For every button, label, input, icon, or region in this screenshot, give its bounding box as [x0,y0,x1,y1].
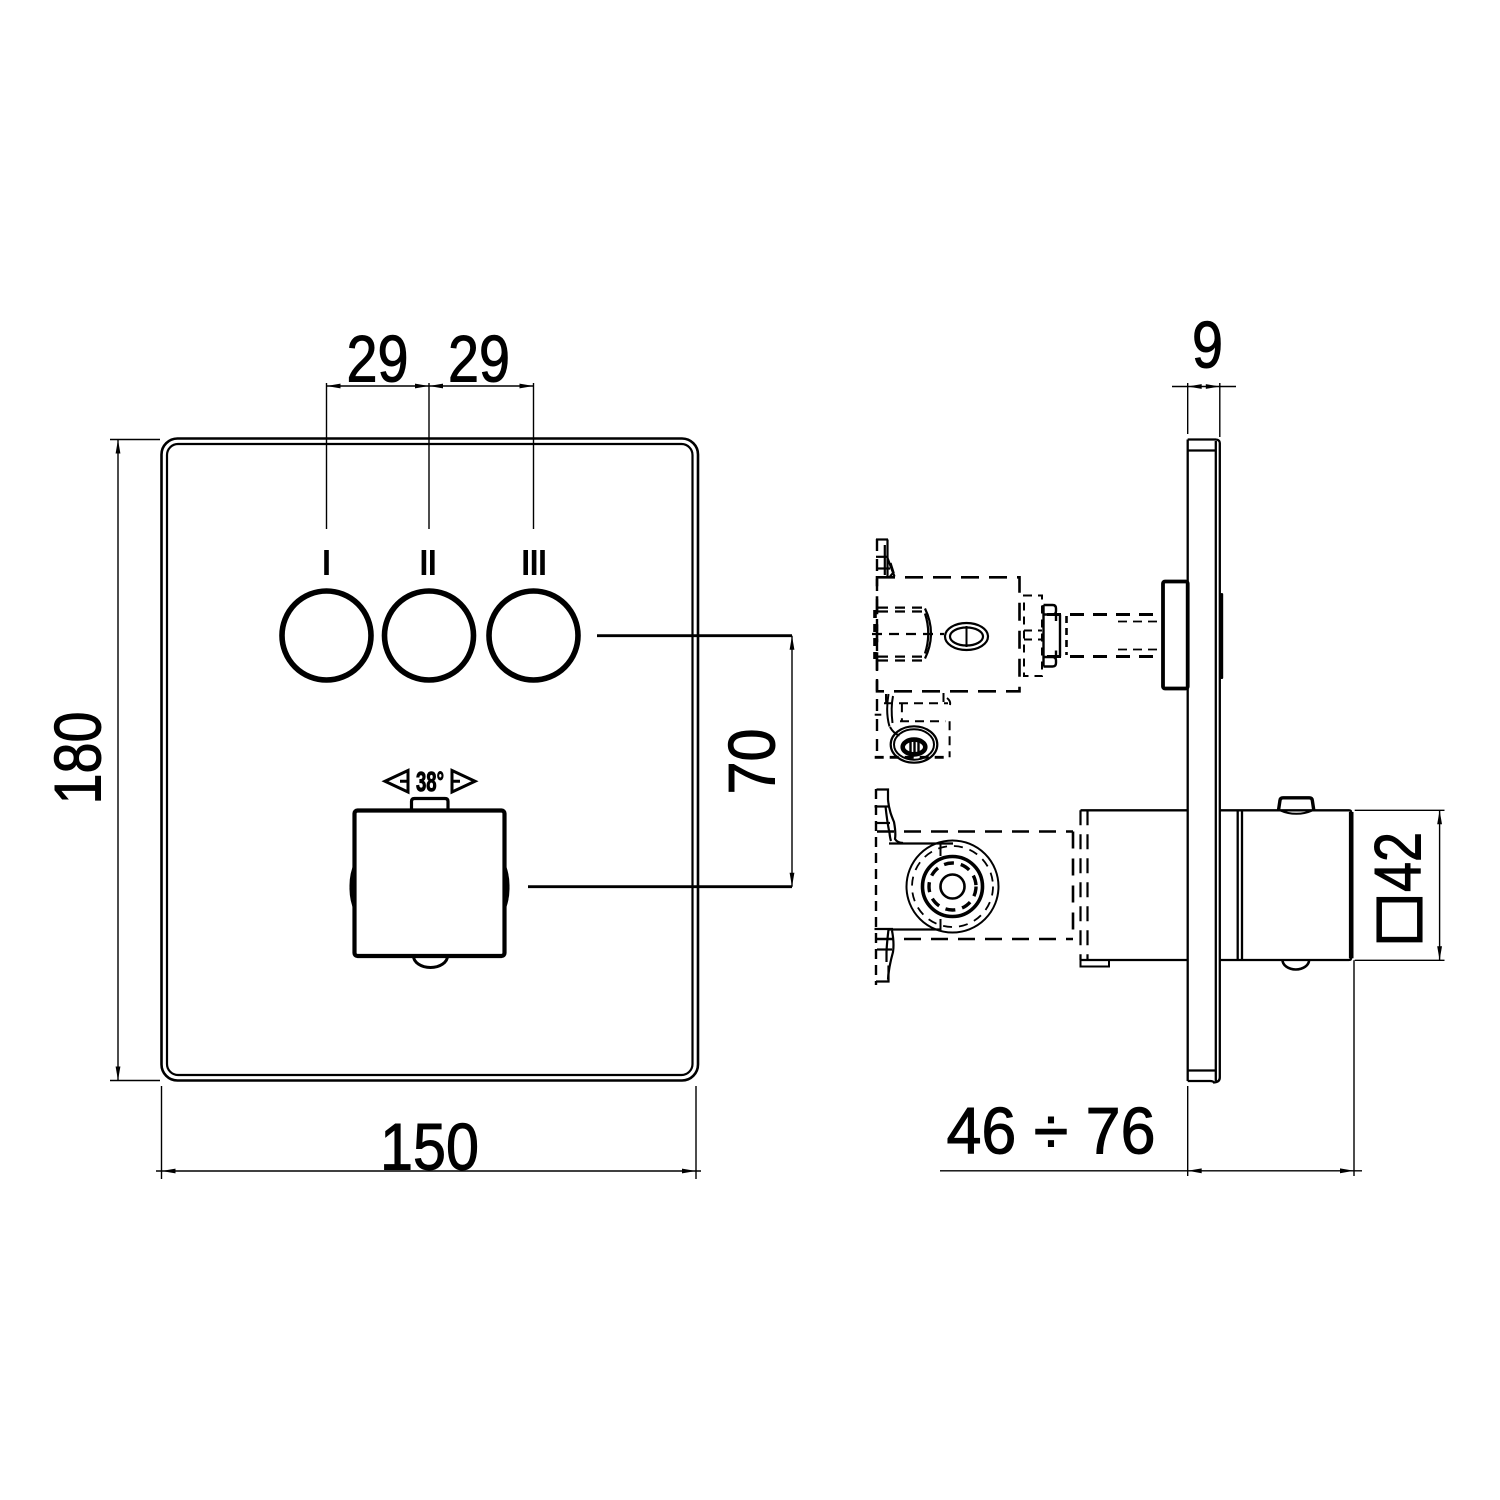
svg-text:38°: 38° [416,766,444,797]
svg-text:180: 180 [41,712,115,805]
svg-text:70: 70 [715,729,789,795]
svg-text:150: 150 [380,1110,479,1184]
svg-text:9: 9 [1192,308,1223,382]
svg-text:29: 29 [448,322,510,396]
svg-text:46 ÷ 76: 46 ÷ 76 [947,1094,1156,1168]
svg-text:42: 42 [1361,832,1435,892]
svg-text:29: 29 [347,322,409,396]
